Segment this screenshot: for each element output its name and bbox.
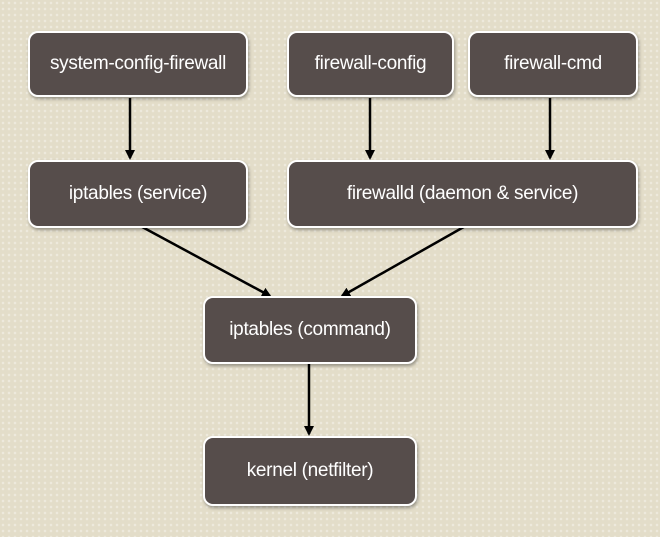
node-iptables-service: iptables (service) — [28, 160, 248, 228]
node-kernel-netfilter: kernel (netfilter) — [203, 436, 417, 506]
node-firewall-config: firewall-config — [287, 31, 454, 97]
node-system-config-firewall: system-config-firewall — [28, 31, 248, 97]
node-label: system-config-firewall — [49, 53, 227, 74]
node-firewalld: firewalld (daemon & service) — [287, 160, 638, 228]
node-label: iptables (service) — [68, 183, 208, 204]
node-label: kernel (netfilter) — [246, 460, 374, 481]
node-label: firewall-cmd — [504, 53, 602, 74]
edge-firewalld-to-iptables-command — [340, 222, 470, 298]
node-label: iptables (command) — [229, 319, 391, 340]
node-label: firewalld (daemon & service) — [346, 183, 579, 204]
node-iptables-command: iptables (command) — [203, 296, 417, 364]
edge-iptables-service-to-iptables-command — [132, 220, 272, 298]
node-firewall-cmd: firewall-cmd — [468, 31, 638, 97]
node-label: firewall-config — [314, 53, 427, 74]
